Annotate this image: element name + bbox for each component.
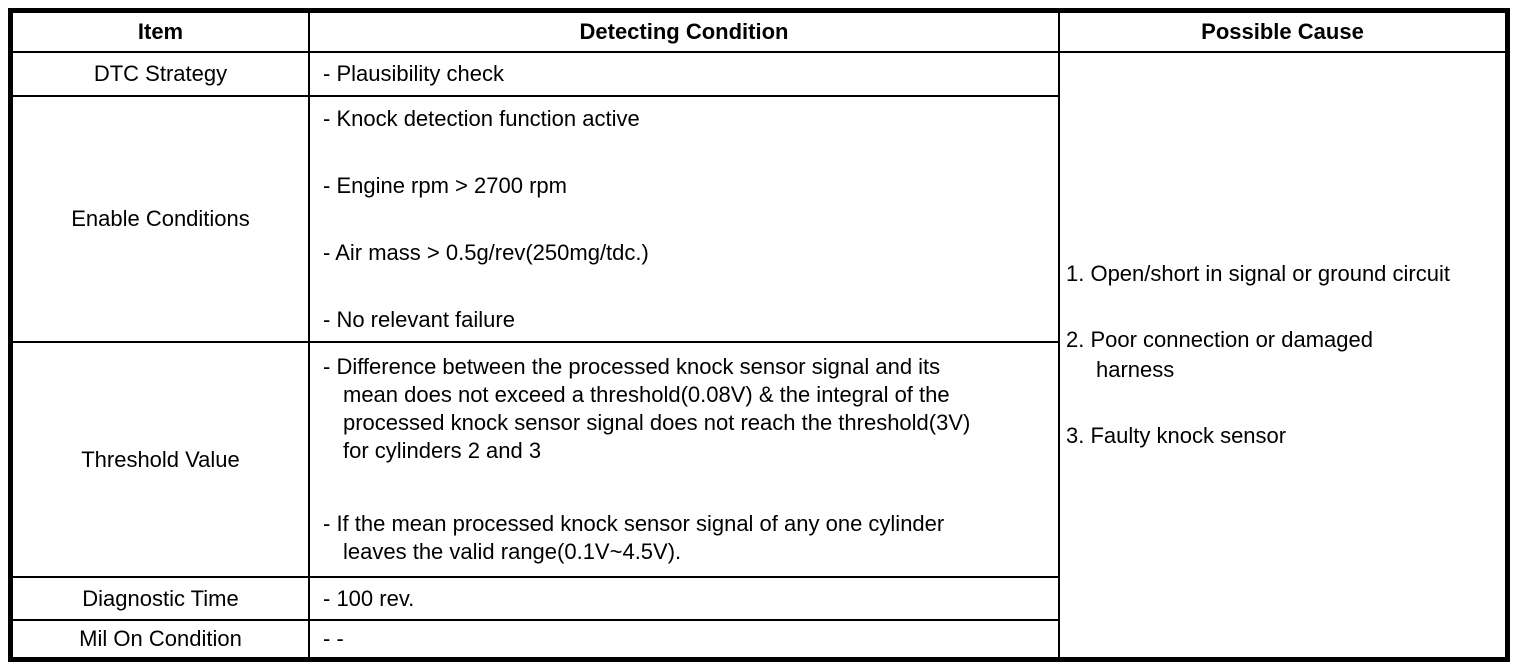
item-cell-mil-on-condition: Mil On Condition — [13, 619, 308, 657]
header-detecting-condition: Detecting Condition — [308, 13, 1058, 51]
condition-cell-diagnostic-time: - 100 rev. — [308, 576, 1058, 619]
possible-cause-cell: 1. Open/short in signal or ground circui… — [1058, 51, 1505, 657]
condition-text: - Engine rpm > 2700 rpm — [323, 172, 567, 198]
condition-cell-dtc-strategy: - Plausibility check — [308, 51, 1058, 95]
item-cell-dtc-strategy: DTC Strategy — [13, 51, 308, 95]
condition-text: - 100 rev. — [323, 585, 415, 611]
condition-text: - Plausibility check — [323, 61, 504, 86]
condition-cell-mil-on-condition: - - — [308, 619, 1058, 657]
condition-cell-enable-conditions: - Knock detection function active - Engi… — [308, 95, 1058, 341]
condition-text: - Knock detection function active — [323, 105, 640, 131]
condition-cell-threshold-value: - Difference between the processed knock… — [308, 341, 1058, 576]
item-cell-threshold-value: Threshold Value — [13, 341, 308, 576]
item-cell-diagnostic-time: Diagnostic Time — [13, 576, 308, 619]
item-cell-enable-conditions: Enable Conditions — [13, 95, 308, 341]
header-possible-cause: Possible Cause — [1058, 13, 1505, 51]
condition-text: - If the mean processed knock sensor sig… — [323, 511, 945, 564]
possible-cause-item: 2. Poor connection or damaged harness — [1066, 327, 1373, 382]
condition-text: - - — [323, 626, 344, 651]
possible-cause-item: 1. Open/short in signal or ground circui… — [1066, 261, 1450, 286]
possible-cause-item: 3. Faulty knock sensor — [1066, 423, 1287, 448]
dtc-diagnostic-table: Item Detecting Condition Possible Cause … — [8, 8, 1510, 662]
condition-text: - No relevant failure — [323, 306, 515, 332]
header-item: Item — [137, 19, 184, 44]
condition-text: - Air mass > 0.5g/rev(250mg/tdc.) — [323, 239, 649, 265]
condition-text: - Difference between the processed knock… — [323, 354, 971, 463]
